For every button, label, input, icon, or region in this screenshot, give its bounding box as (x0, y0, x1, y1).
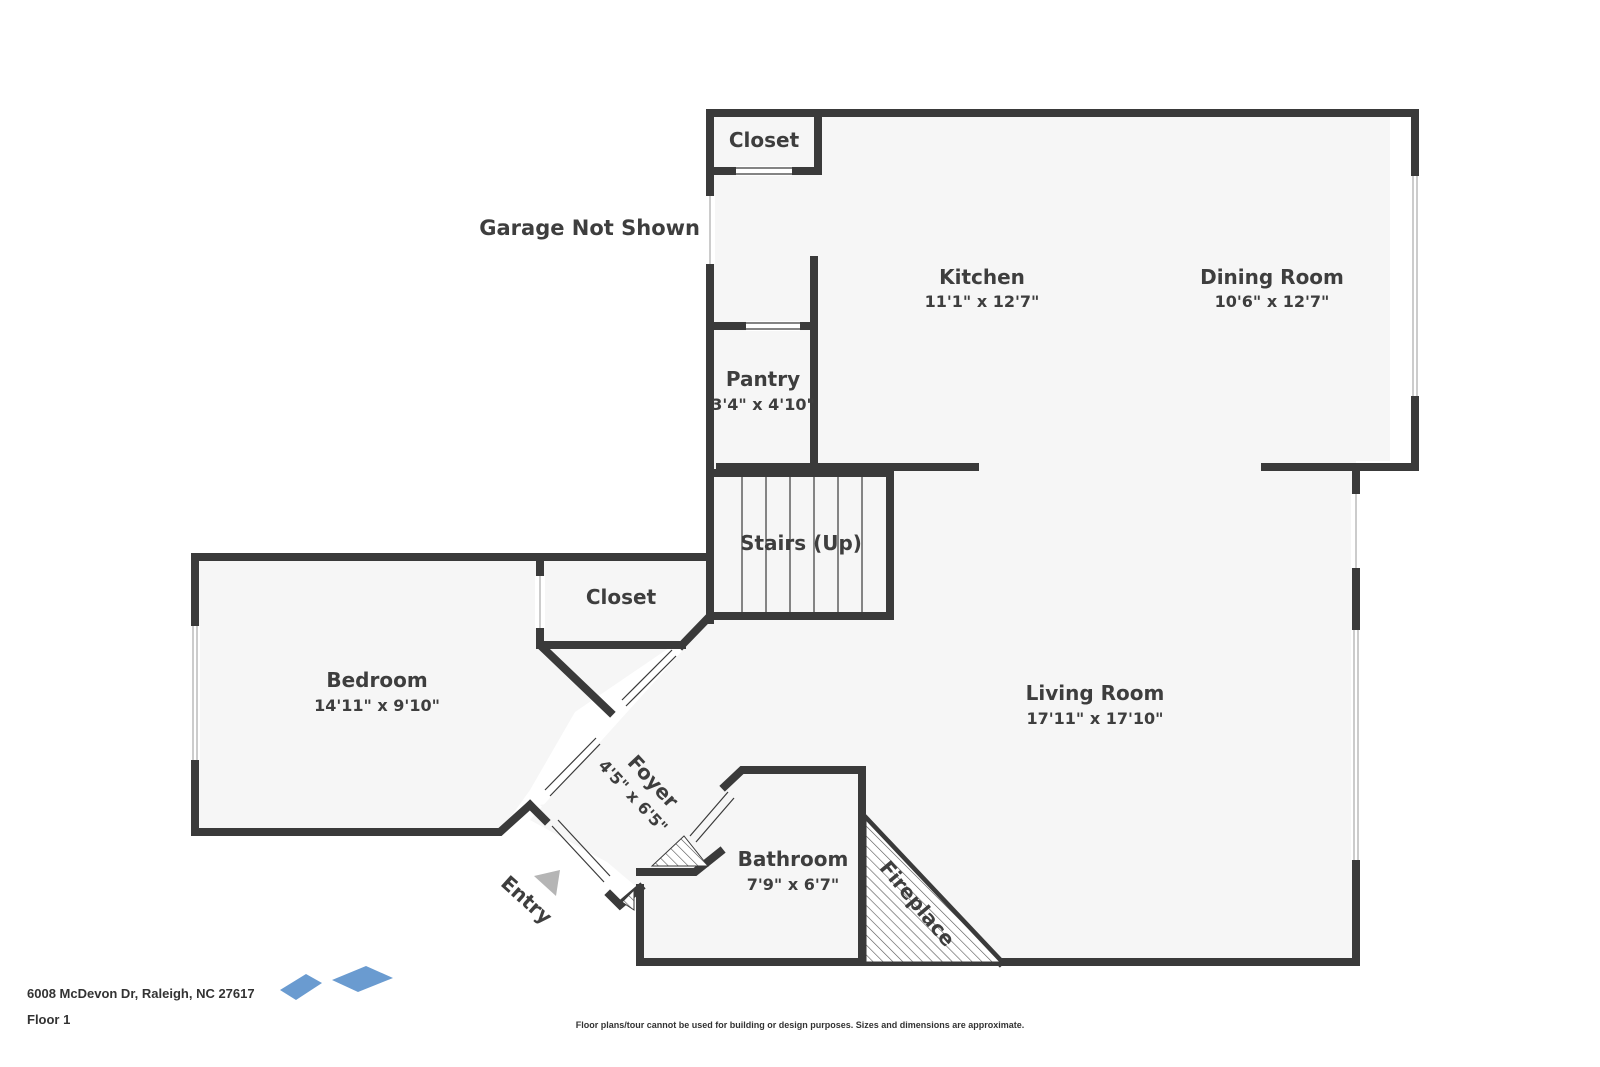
stairs-label: Stairs (Up) (740, 531, 862, 555)
floor-fill (195, 113, 1390, 962)
door-openings (544, 166, 800, 883)
disclaimer-text: Floor plans/tour cannot be used for buil… (575, 1020, 1025, 1030)
kitchen-label: Kitchen (939, 265, 1025, 289)
garage-note: Garage Not Shown (479, 216, 700, 240)
fireplace-hatch (865, 818, 1002, 963)
pantry-dims: 3'4" x 4'10" (711, 395, 815, 414)
bedroom-dims: 14'11" x 9'10" (314, 696, 440, 715)
pantry-label: Pantry (726, 367, 800, 391)
living-dims: 17'11" x 17'10" (1027, 709, 1164, 728)
compass-icon (280, 974, 322, 1000)
compass-icon-secondary (332, 966, 393, 992)
bathroom-label: Bathroom (738, 847, 849, 871)
windows (190, 176, 1420, 860)
closet-bed-label: Closet (586, 585, 657, 609)
bath-hatch (650, 835, 710, 867)
kitchen-dims: 11'1" x 12'7" (925, 292, 1040, 311)
floor-label: Floor 1 (27, 1012, 71, 1027)
stair-treads (741, 473, 863, 616)
living-label: Living Room (1026, 681, 1165, 705)
address-text: 6008 McDevon Dr, Raleigh, NC 27617 (27, 986, 255, 1001)
dining-label: Dining Room (1200, 265, 1344, 289)
bath-hatch-small (621, 888, 635, 911)
bedroom-label: Bedroom (326, 668, 427, 692)
entry-arrow-icon (534, 870, 560, 896)
dining-dims: 10'6" x 12'7" (1215, 292, 1330, 311)
bathroom-dims: 7'9" x 6'7" (747, 875, 839, 894)
closet-top-label: Closet (729, 128, 800, 152)
